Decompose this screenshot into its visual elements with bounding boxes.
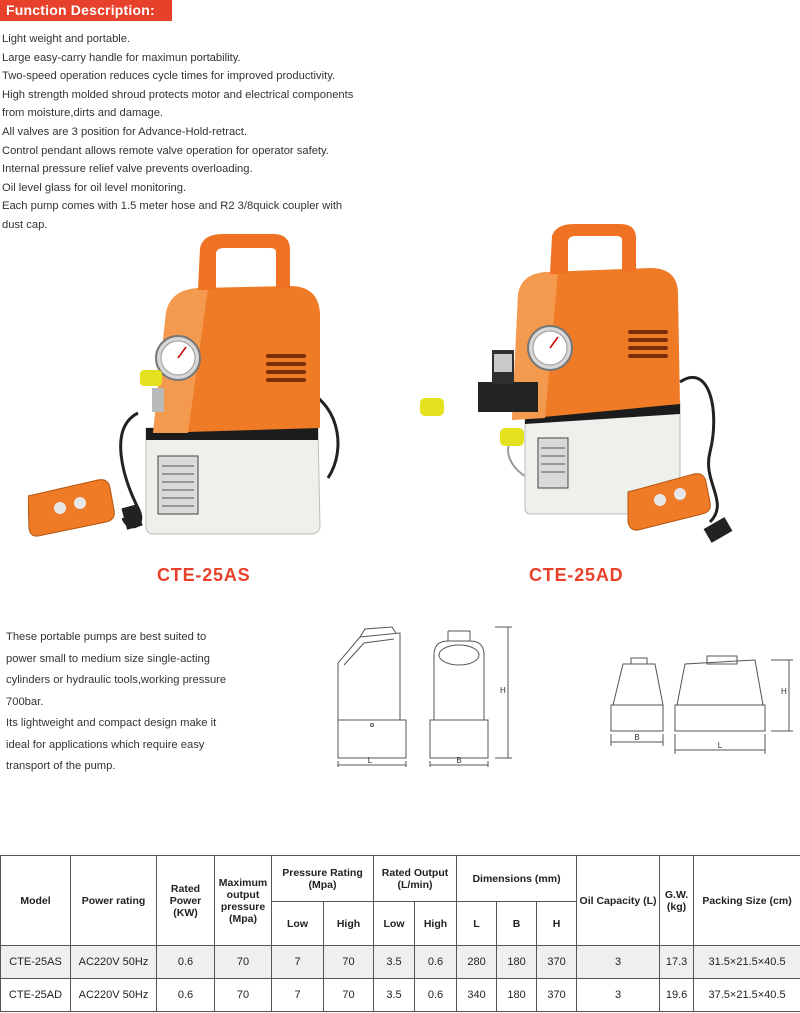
header-rated-power: Rated Power (KW) — [156, 855, 215, 946]
table-cell: 37.5×21.5×40.5 — [693, 978, 800, 1012]
specification-table: Model Power rating Rated Power (KW) Maxi… — [0, 855, 800, 1012]
table-cell: 70 — [322, 945, 375, 979]
table-cell: 180 — [496, 945, 538, 979]
header-packing-size: Packing Size (cm) — [693, 855, 800, 946]
header-power-rating: Power rating — [70, 855, 157, 946]
table-cell: 0.6 — [156, 945, 215, 979]
header-dim-h: H — [536, 901, 578, 946]
table-cell: 3 — [576, 978, 661, 1012]
table-cell: 3.5 — [373, 945, 416, 979]
feature-item: Two-speed operation reduces cycle times … — [2, 70, 336, 83]
section-title: Function Description: — [6, 2, 155, 18]
label-width: B — [456, 756, 461, 765]
feature-item: Large easy-carry handle for maximun port… — [2, 51, 241, 64]
label-length: L — [368, 756, 373, 765]
table-cell: 3 — [576, 945, 661, 979]
feature-item: High strength molded shroud protects mot… — [2, 88, 354, 101]
header-dim-b: B — [496, 901, 538, 946]
header-oil-capacity: Oil Capacity (L) — [576, 855, 661, 946]
table-cell: 370 — [536, 978, 578, 1012]
feature-item: from moisture,dirts and damage. — [2, 107, 164, 120]
header-gw: G.W. (kg) — [659, 855, 695, 946]
table-cell: 70 — [214, 978, 272, 1012]
header-output-high: High — [414, 901, 458, 946]
feature-item: All valves are 3 position for Advance-Ho… — [2, 125, 247, 138]
header-pressure-low: Low — [271, 901, 324, 946]
table-cell: 7 — [271, 978, 324, 1012]
table-cell: 17.3 — [659, 945, 695, 979]
feature-list: Light weight and portable. Large easy-ca… — [2, 30, 402, 235]
table-cell: 70 — [322, 978, 375, 1012]
description-line: 700bar. — [6, 695, 44, 708]
table-cell: 280 — [456, 945, 498, 979]
description-line: These portable pumps are best suited to — [6, 631, 207, 643]
table-row: CTE-25AS AC220V 50Hz 0.6 70 7 70 3.5 0.6… — [0, 945, 800, 979]
description-line: transport of the pump. — [6, 760, 116, 772]
label-height: H — [500, 686, 506, 695]
header-output-low: Low — [373, 901, 416, 946]
table-cell: 19.6 — [659, 978, 695, 1012]
feature-item: Control pendant allows remote valve oper… — [2, 144, 329, 157]
header-model: Model — [0, 855, 71, 946]
table-cell: AC220V 50Hz — [70, 945, 157, 979]
table-cell: 70 — [214, 945, 272, 979]
model-caption: CTE-25AS — [157, 565, 251, 585]
feature-item: dust cap. — [2, 218, 48, 231]
section-title-banner: Function Description: — [0, 0, 172, 21]
header-pressure-high: High — [322, 901, 375, 946]
table-cell: 0.6 — [414, 945, 458, 979]
header-dimensions: Dimensions (mm) — [456, 855, 578, 902]
feature-item: Each pump comes with 1.5 meter hose and … — [2, 200, 343, 213]
label-width: B — [634, 733, 639, 742]
table-row: CTE-25AD AC220V 50Hz 0.6 70 7 70 3.5 0.6… — [0, 978, 800, 1012]
feature-item: Internal pressure relief valve prevents … — [2, 163, 253, 176]
table-cell: 0.6 — [156, 978, 215, 1012]
pump-photo-cte-25ad — [420, 224, 733, 543]
feature-item: Oil level glass for oil level monitoring… — [2, 181, 187, 194]
table-cell: CTE-25AS — [0, 945, 71, 979]
dimension-drawing-side-front: L B H — [337, 626, 512, 767]
label-height: H — [781, 687, 787, 696]
table-cell: 370 — [536, 945, 578, 979]
pump-photo-cte-25as — [28, 234, 340, 537]
description-line: cylinders or hydraulic tools,working pre… — [6, 674, 227, 686]
table-cell: 180 — [496, 978, 538, 1012]
header-rated-output: Rated Output (L/min) — [373, 855, 458, 902]
header-pressure-rating: Pressure Rating (Mpa) — [270, 855, 375, 902]
table-cell: CTE-25AD — [0, 978, 71, 1012]
table-cell: 3.5 — [373, 978, 416, 1012]
table-cell: AC220V 50Hz — [70, 978, 157, 1012]
label-length: L — [718, 741, 723, 750]
description-line: Its lightweight and compact design make … — [6, 717, 217, 729]
description-line: power small to medium size single-acting — [6, 652, 210, 665]
dimension-drawing-front-side: B L H — [610, 655, 793, 754]
header-max-pressure: Maximum output pressure (Mpa) — [214, 855, 272, 946]
table-cell: 0.6 — [414, 978, 458, 1012]
description-line: ideal for applications which require eas… — [6, 738, 205, 751]
feature-item: Light weight and portable. — [2, 33, 131, 45]
model-caption: CTE-25AD — [529, 565, 624, 585]
product-description: These portable pumps are best suited to … — [6, 627, 336, 778]
table-cell: 31.5×21.5×40.5 — [693, 945, 800, 979]
table-cell: 340 — [456, 978, 498, 1012]
header-dim-l: L — [456, 901, 498, 946]
table-cell: 7 — [271, 945, 324, 979]
